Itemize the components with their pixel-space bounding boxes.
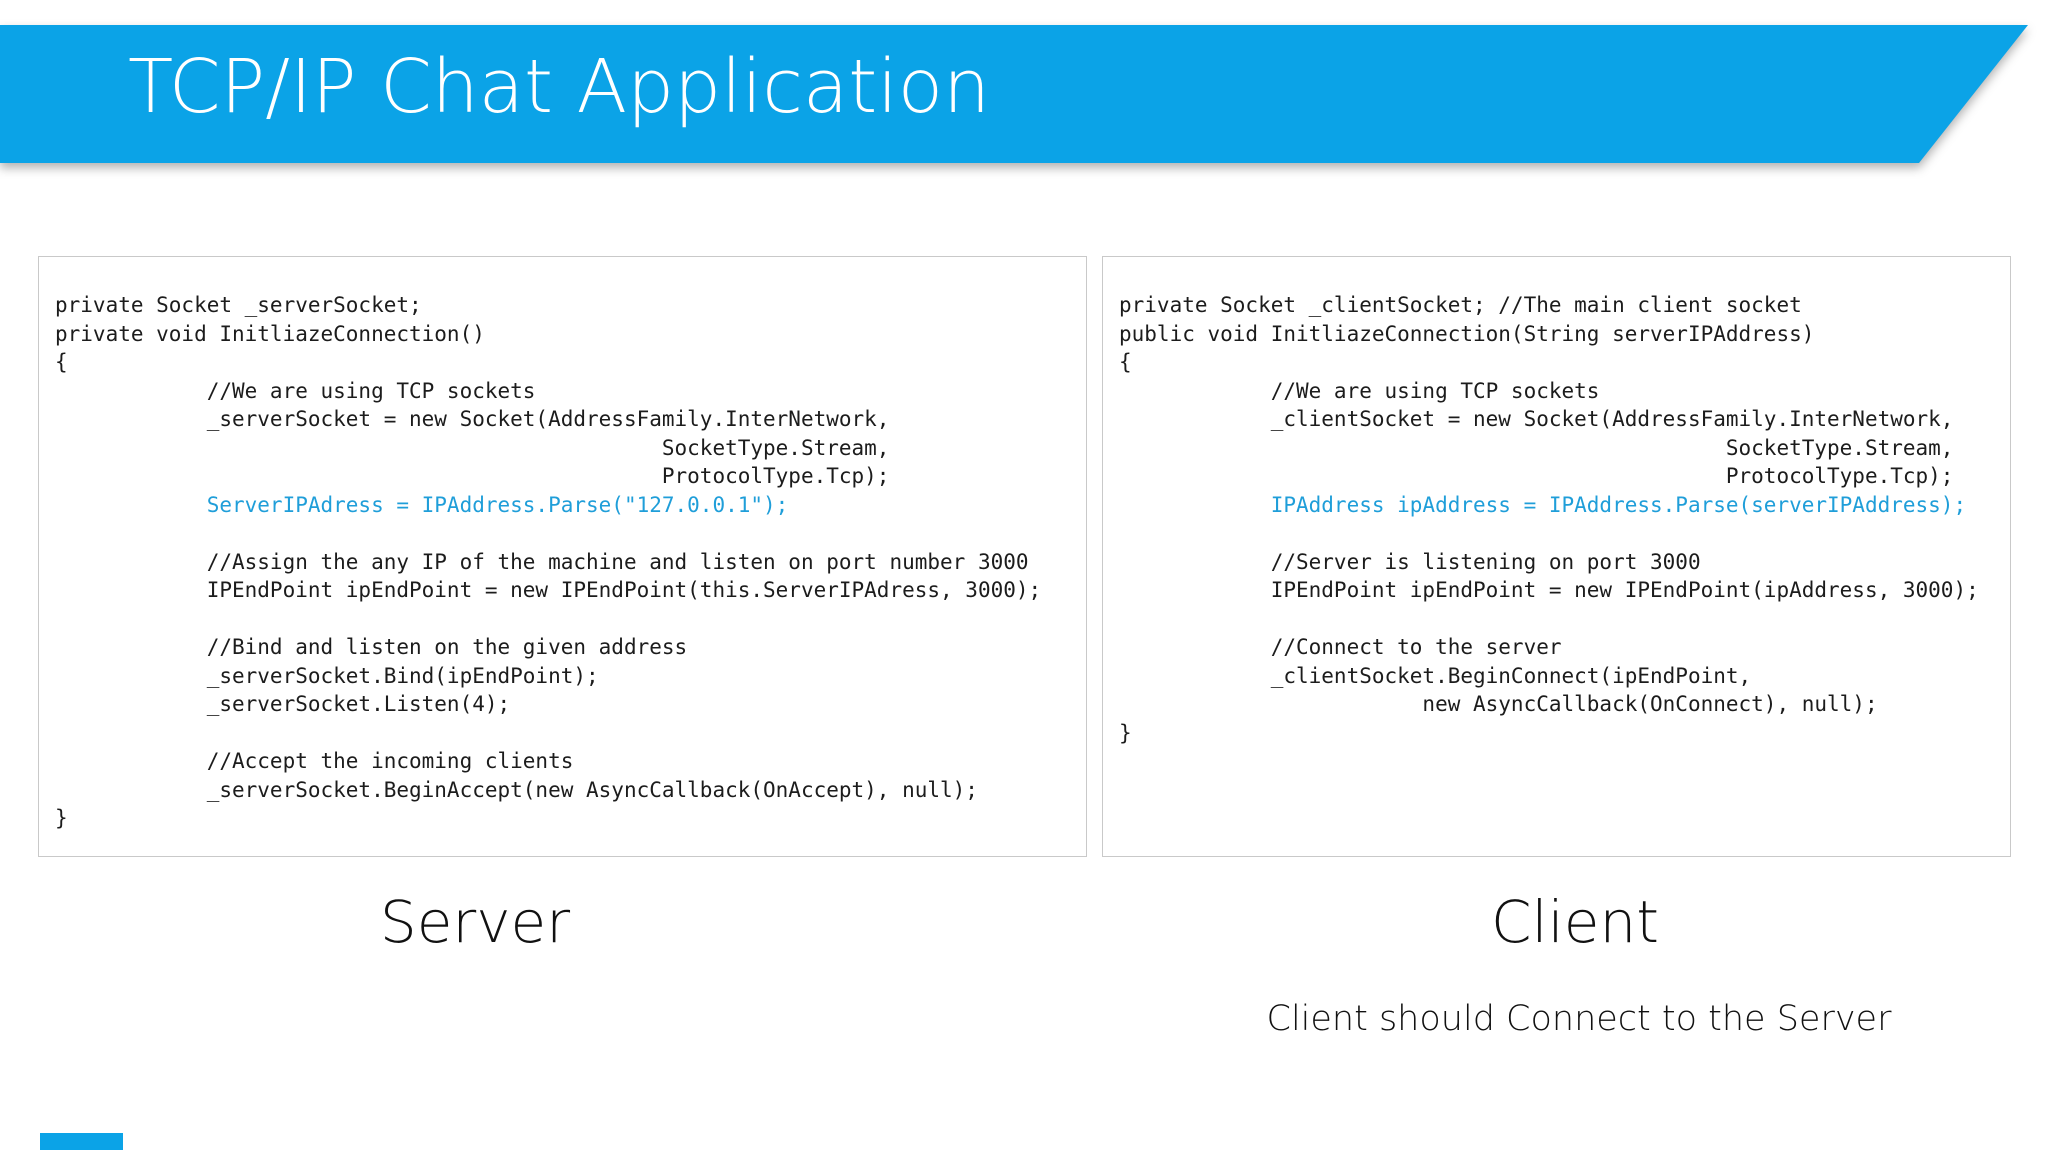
code-line: _serverSocket.Bind(ipEndPoint); (55, 663, 599, 688)
code-line: IPEndPoint ipEndPoint = new IPEndPoint(t… (55, 578, 1042, 602)
code-line: //We are using TCP sockets (1119, 378, 1600, 403)
code-line: _serverSocket.BeginAccept(new AsyncCallb… (55, 777, 978, 802)
code-line: IPEndPoint ipEndPoint = new IPEndPoint(i… (1119, 578, 1979, 602)
code-line (55, 519, 1086, 548)
code-line: _serverSocket = new Socket(AddressFamily… (55, 407, 890, 431)
code-line: _serverSocket.Listen(4); (55, 692, 511, 716)
server-label: Server (379, 888, 571, 956)
code-line: public void InitliazeConnection(String s… (1119, 321, 1815, 346)
code-line: //Connect to the server (1119, 635, 1562, 659)
code-line: private Socket _serverSocket; (55, 293, 422, 317)
code-line: //We are using TCP sockets (55, 378, 536, 403)
slide-title: TCP/IP Chat Application (128, 44, 990, 130)
code-line: { (55, 350, 68, 374)
code-line: private Socket _clientSocket; //The main… (1119, 293, 1802, 317)
code-line (55, 605, 1086, 634)
code-line (55, 719, 1086, 748)
code-line: //Accept the incoming clients (55, 749, 574, 773)
code-line (1119, 605, 2010, 634)
server-code-block: private Socket _serverSocket;private voi… (39, 257, 1086, 833)
client-code-box: private Socket _clientSocket; //The main… (1102, 256, 2011, 857)
code-line (1119, 519, 2010, 548)
progress-bar (40, 1133, 123, 1150)
client-code-block: private Socket _clientSocket; //The main… (1103, 257, 2010, 747)
code-line: } (55, 806, 68, 830)
code-line: { (1119, 350, 1132, 374)
code-line: //Assign the any IP of the machine and l… (55, 549, 1029, 574)
client-label: Client (1491, 888, 1659, 956)
code-line: } (1119, 720, 1132, 745)
code-line: SocketType.Stream, (1119, 435, 1954, 460)
code-line: SocketType.Stream, (55, 435, 890, 460)
code-line: ServerIPAdress = IPAddress.Parse("127.0.… (55, 492, 789, 517)
title-banner (0, 25, 2028, 163)
code-line: IPAddress ipAddress = IPAddress.Parse(se… (1119, 492, 1967, 517)
code-line: //Bind and listen on the given address (55, 635, 688, 659)
code-line: ProtocolType.Tcp); (1119, 464, 1954, 488)
code-line: new AsyncCallback(OnConnect), null); (1119, 692, 1878, 716)
server-code-box: private Socket _serverSocket;private voi… (38, 256, 1087, 857)
code-line: private void InitliazeConnection() (55, 321, 485, 346)
client-subtitle: Client should Connect to the Server (1266, 999, 1892, 1039)
code-line: //Server is listening on port 3000 (1119, 549, 1701, 574)
code-line: _clientSocket = new Socket(AddressFamily… (1119, 407, 1954, 431)
code-line: ProtocolType.Tcp); (55, 464, 890, 488)
code-line: _clientSocket.BeginConnect(ipEndPoint, (1119, 663, 1752, 688)
title-banner-shape (0, 25, 2028, 163)
